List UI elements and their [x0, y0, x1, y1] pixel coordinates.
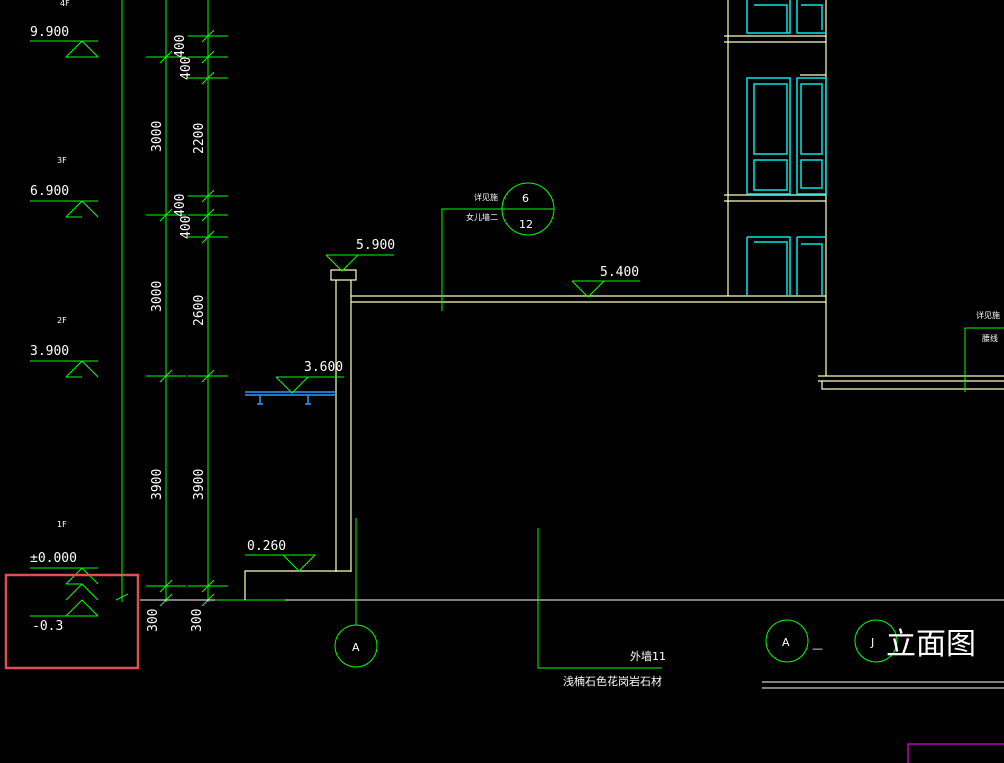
material-code: 外墙11 [630, 649, 666, 663]
title-text: 立面图 [886, 627, 976, 662]
elevation-5400: 5.400 [600, 265, 639, 280]
dim-300: 300 [146, 609, 161, 632]
right-note: 详见施 腰线 [964, 310, 1004, 392]
material-callout: 外墙11 浅楠石色花岗岩石材 [537, 528, 666, 688]
dim-3900: 3900 [192, 469, 207, 500]
axis-bubble-a: A [334, 518, 378, 668]
dim-3000-upper: 3000 [150, 121, 165, 152]
detail-note-2: 女儿墙二 [466, 212, 498, 222]
highlight-box [4, 573, 140, 670]
detail-note-1: 详见施 [474, 192, 498, 202]
elevation-triangle [30, 360, 99, 378]
tower-windows [746, 0, 827, 296]
elevation-0260: 0.260 [247, 539, 286, 554]
floor-label-3f: 3F [57, 156, 67, 165]
elevation-5900: 5.900 [356, 238, 395, 253]
elevation-triangle [571, 280, 640, 298]
building-outline [244, 0, 1004, 600]
dim-400-b: 400 [179, 57, 194, 80]
elevation-triangle [325, 254, 394, 272]
window [746, 77, 791, 195]
title-dash: — [812, 642, 823, 655]
elevation-triangle [30, 200, 99, 218]
elevation-triangle [30, 40, 100, 58]
level-markers: 4F 9.900 3F 6.900 2F 3.900 1F ±0.000 -0.… [30, 0, 100, 634]
floor-label-4f: 4F [60, 0, 70, 8]
elevation-0000: ±0.000 [30, 551, 77, 566]
elevation-3600: 3.600 [304, 360, 343, 375]
entrance-canopy [245, 391, 336, 405]
floor-label-2f: 2F [57, 316, 67, 325]
dim-2600: 2600 [192, 295, 207, 326]
dim-300: 300 [190, 609, 205, 632]
elevation-triangle-below [30, 583, 99, 617]
axis-label: A [352, 641, 360, 654]
window [796, 77, 827, 195]
right-note-1: 详见施 [976, 310, 1000, 320]
dimension-chains: 3000 3000 3900 300 400 400 2200 400 400 … [115, 0, 228, 632]
floor-label-1f: 1F [57, 520, 67, 529]
title-axis-start: A [782, 636, 790, 649]
detail-number-top: 6 [522, 192, 529, 205]
window [746, 0, 826, 34]
window [796, 236, 826, 296]
dim-3000-lower: 3000 [150, 281, 165, 312]
drawing-elevations: 5.900 5.400 3.600 0.260 [245, 238, 640, 572]
frame-corner [907, 743, 1004, 763]
elevation-triangle [245, 554, 316, 572]
dim-400-c: 400 [173, 194, 188, 217]
elevation-9900: 9.900 [30, 25, 69, 40]
detail-callout: 6 12 详见施 女儿墙二 [441, 182, 555, 311]
window [746, 236, 791, 296]
elevation-6900: 6.900 [30, 184, 69, 199]
elevation-3900: 3.900 [30, 344, 69, 359]
title-axis-end: J [870, 636, 874, 649]
dim-2200: 2200 [192, 123, 207, 154]
dim-400-a: 400 [173, 35, 188, 58]
drawing-title: A — J 立面图 [762, 619, 1004, 689]
elevation-triangle [30, 567, 99, 585]
detail-number-bottom: 12 [519, 218, 533, 231]
elevation-minus03: -0.3 [32, 619, 63, 634]
right-note-2: 腰线 [982, 333, 998, 343]
elevation-triangle [275, 376, 344, 394]
dim-400-d: 400 [179, 216, 194, 239]
title-underline [762, 681, 1004, 689]
dim-3900: 3900 [150, 469, 165, 500]
material-description: 浅楠石色花岗岩石材 [563, 674, 662, 688]
